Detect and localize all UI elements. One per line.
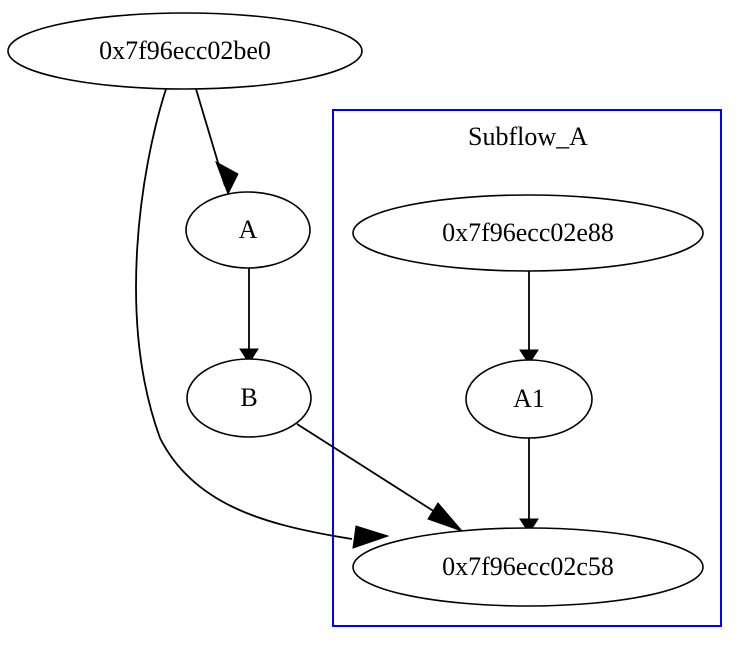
edge-root-to-sink[interactable] <box>135 88 390 549</box>
node-sub-entry-label: 0x7f96ecc02e88 <box>442 218 614 247</box>
node-a1-ellipse <box>465 359 593 439</box>
edge-root-to-a[interactable] <box>195 88 239 196</box>
arrowhead-icon <box>239 348 259 364</box>
node-sub-entry-ellipse <box>352 194 704 272</box>
edge-root-to-sink-line <box>135 88 353 540</box>
node-sub-entry[interactable]: 0x7f96ecc02e88 <box>352 194 704 272</box>
edge-a-to-b[interactable] <box>239 268 259 364</box>
node-b-ellipse <box>186 358 312 438</box>
node-a1[interactable]: A1 <box>465 359 593 439</box>
node-sink-label: 0x7f96ecc02c58 <box>442 552 614 581</box>
cluster-label-subflow-a: Subflow_A <box>468 122 588 151</box>
node-sink-ellipse <box>352 527 704 607</box>
cluster-border-subflow-a <box>332 109 722 627</box>
node-b[interactable]: B <box>186 358 312 438</box>
node-root-ellipse <box>7 12 363 90</box>
node-a-ellipse <box>185 191 311 269</box>
node-root-label: 0x7f96ecc02be0 <box>99 36 271 65</box>
node-a1-label: A1 <box>513 384 545 413</box>
arrowhead-icon <box>519 349 539 365</box>
edge-layer <box>135 88 539 549</box>
arrowhead-icon <box>215 160 239 196</box>
cluster-subflow-a[interactable]: Subflow_A <box>332 109 722 627</box>
arrowhead-icon <box>352 525 390 549</box>
node-a-label: A <box>239 215 258 244</box>
node-sink[interactable]: 0x7f96ecc02c58 <box>352 527 704 607</box>
node-b-label: B <box>240 383 257 412</box>
edge-subentry-to-a1[interactable] <box>519 271 539 365</box>
node-a[interactable]: A <box>185 191 311 269</box>
arrowhead-icon <box>519 518 539 534</box>
edge-a1-to-sink[interactable] <box>519 438 539 534</box>
node-layer: 0x7f96ecc02be0 A B 0x7f96ecc02e88 A1 0x7 <box>7 12 704 607</box>
arrowhead-icon <box>427 502 464 533</box>
node-root[interactable]: 0x7f96ecc02be0 <box>7 12 363 90</box>
edge-b-to-sink[interactable] <box>296 423 464 533</box>
edge-b-to-sink-line <box>296 423 436 513</box>
